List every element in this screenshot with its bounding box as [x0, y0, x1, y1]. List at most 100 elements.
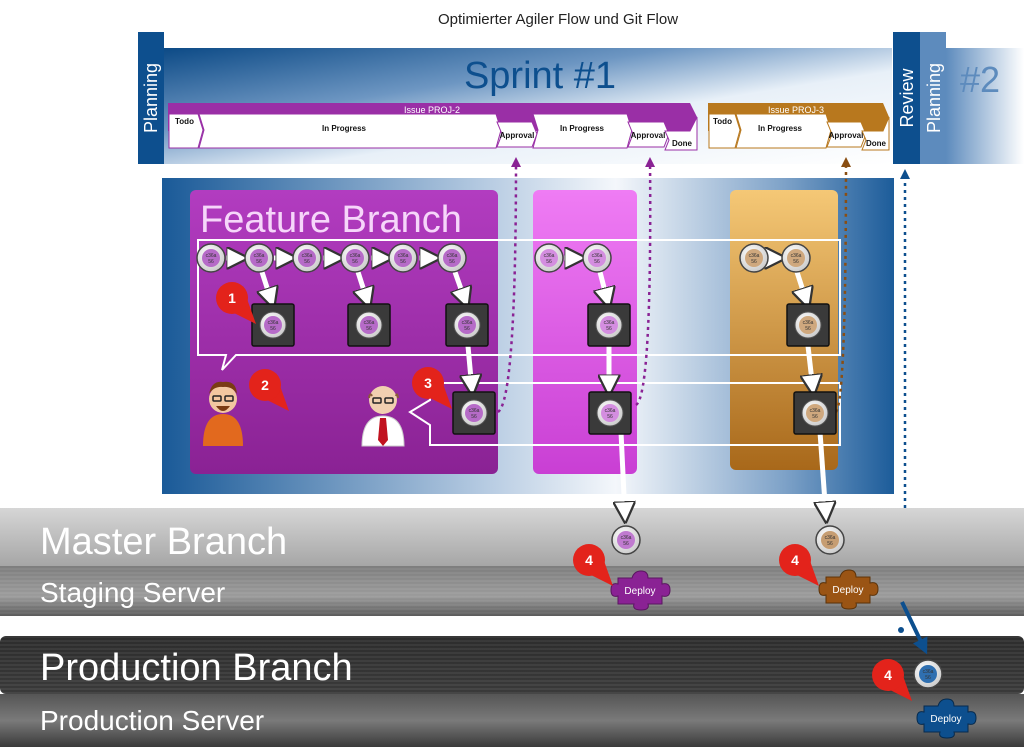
step-done-label: Done [672, 139, 693, 148]
arrow-merge-master-1 [621, 431, 625, 517]
commit-node-inner [202, 249, 220, 267]
commit-node-inner [298, 249, 316, 267]
commit-hash: 56 [366, 326, 372, 332]
arrow-down-8 [808, 345, 813, 390]
staging-server-label: Staging Server [40, 577, 225, 608]
approval-link-1 [497, 157, 521, 414]
proj3-step-todo-label: Todo [713, 117, 732, 126]
commit-hash: c36a [803, 320, 814, 326]
commit-hash: c36a [749, 253, 760, 259]
step-marker-number: 4 [884, 667, 892, 683]
commit-hash: c36a [462, 320, 473, 326]
commit-node-inner [787, 249, 805, 267]
commit-hash: c36a [825, 535, 836, 541]
arrow-down-3 [455, 271, 466, 303]
commit-hash: 56 [805, 326, 811, 332]
review-label: Review [897, 67, 917, 127]
commit-hash: c36a [544, 253, 555, 259]
review-bar [893, 32, 920, 164]
step-todo-label: Todo [175, 117, 194, 126]
commit-node-inner [588, 249, 606, 267]
reviewer-glasses-left [372, 397, 382, 404]
deploy-label-1: Deploy [624, 586, 655, 597]
commit-hash: 56 [352, 259, 358, 265]
commit-node-inner [745, 249, 763, 267]
commit-hash: 56 [606, 326, 612, 332]
arrow-down-6 [468, 345, 472, 390]
commit-node-inner [601, 404, 619, 422]
deploy-puzzle-brown [818, 569, 879, 610]
deploy-piece-staging-2: Deploy [818, 569, 879, 610]
commit-node-inner [458, 316, 476, 334]
production-band-texture [0, 636, 1024, 694]
commit-node-inner [821, 531, 839, 549]
step-approval-1-label: Approval [500, 131, 535, 140]
commit-hash: c36a [302, 253, 313, 259]
next-sprint-area [946, 48, 1024, 164]
developer-body [203, 414, 243, 446]
commit-hash: 56 [793, 259, 799, 265]
deploy-label-2: Deploy [832, 585, 863, 596]
commit-hash: c36a [923, 669, 934, 675]
master-branch-label: Master Branch [40, 521, 287, 563]
proj3-step-done [861, 116, 890, 151]
arrow-merge-master-2 [820, 431, 826, 517]
step-marker-circle [412, 367, 444, 399]
step-marker-circle [779, 544, 811, 576]
next-sprint-title: #2 [960, 59, 1000, 100]
production-server-label: Production Server [40, 705, 264, 736]
commit-node-inner [540, 249, 558, 267]
commit-hash: c36a [398, 253, 409, 259]
commit-hash: 56 [464, 326, 470, 332]
commit-hash: 56 [400, 259, 406, 265]
commit-hash: 56 [812, 414, 818, 420]
master-band [0, 508, 1024, 566]
developer-hair [209, 381, 237, 394]
issue-proj-2: Issue PROJ-2 Todo In Progress Approval I… [168, 103, 698, 151]
commit-hash: c36a [268, 320, 279, 326]
commit-hash: 56 [623, 541, 629, 547]
reviewer-avatar [361, 386, 405, 447]
sprint-title: Sprint #1 [464, 55, 616, 97]
commit-hash: 56 [304, 259, 310, 265]
commit-node-inner [250, 249, 268, 267]
commit-hash: 56 [925, 675, 931, 681]
commit-node-inner [264, 316, 282, 334]
step-in-progress-1-label: In Progress [322, 124, 367, 133]
commit-hash: 56 [208, 259, 214, 265]
production-merge-dot [898, 627, 904, 633]
arrow-down-1 [262, 271, 272, 303]
step-marker-number: 3 [424, 375, 432, 391]
step-in-progress-2-label: In Progress [560, 124, 605, 133]
commit-hash: c36a [447, 253, 458, 259]
step-approval-2-label: Approval [631, 131, 666, 140]
commit-node-inner [443, 249, 461, 267]
step-marker-number: 2 [261, 377, 269, 393]
reviewer-tie [378, 418, 388, 446]
commit-hash: 56 [256, 259, 262, 265]
developer-beard [216, 406, 230, 411]
commit-bubble-outline [197, 239, 841, 371]
issue-proj-2-name: Issue PROJ-2 [404, 105, 460, 115]
commit-node-inner [465, 404, 483, 422]
commit-node-inner [806, 404, 824, 422]
commit-hash: c36a [810, 408, 821, 414]
arrow-down-4 [600, 271, 608, 303]
commit-hash: 56 [449, 259, 455, 265]
commit-hash: 56 [607, 414, 613, 420]
issue-proj-3: Issue PROJ-3 Todo In Progress Approval D… [708, 103, 890, 151]
commit-node-inner [600, 316, 618, 334]
approval-link-2 [635, 157, 656, 407]
production-merge-arrow [900, 601, 928, 655]
commit-hash: c36a [605, 408, 616, 414]
commit-hash: 56 [827, 541, 833, 547]
commit-arrows [226, 258, 826, 517]
commit-node-inner [394, 249, 412, 267]
reviewer-hair [368, 393, 399, 399]
proj3-step-approval-label: Approval [829, 131, 864, 140]
proj3-step-in-progress [735, 113, 832, 149]
commit-hash: 56 [270, 326, 276, 332]
deploy-puzzle-purple [610, 570, 671, 611]
